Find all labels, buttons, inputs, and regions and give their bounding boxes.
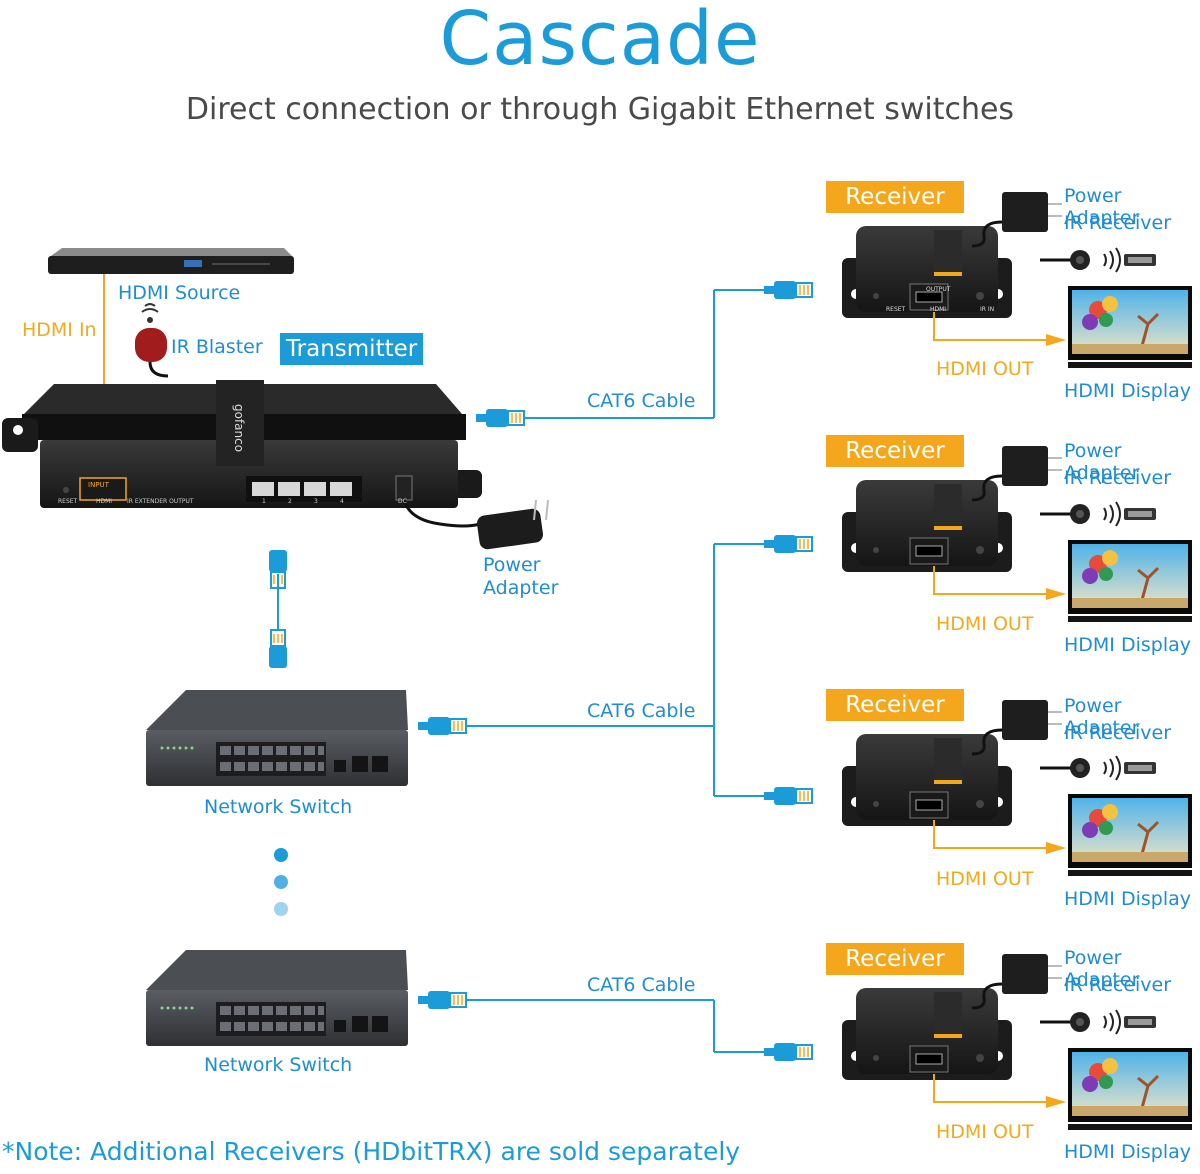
receiver-display-label-4: HDMI Display: [1064, 1141, 1191, 1163]
transmitter-port-reset: RESET: [58, 498, 78, 505]
hdmi-source-player: [48, 248, 294, 274]
rx1-ir-in-label: IR IN: [980, 306, 995, 313]
cascade-dot-3: [274, 902, 288, 916]
cat6-cable-label-1: CAT6 Cable: [587, 390, 696, 412]
transmitter-port-number-1: 1: [262, 498, 266, 505]
receiver-hdmi-out-label-3: HDMI OUT: [936, 868, 1034, 890]
cascade-dot-1: [274, 848, 288, 862]
rx1-output-label: OUTPUT: [926, 286, 951, 293]
cat6-cable-tx-rx1: [475, 280, 813, 428]
transmitter-port-number-4: 4: [340, 498, 344, 505]
page-subtitle: Direct connection or through Gigabit Eth…: [185, 92, 1015, 127]
transmitter-port-number-2: 2: [288, 498, 292, 505]
receiver-power-label-1: Power Adapter: [1064, 185, 1140, 229]
network-switch-label-2: Network Switch: [204, 1054, 353, 1076]
transmitter-port-dc: DC: [398, 498, 407, 505]
receiver-power-label-4: Power Adapter: [1064, 947, 1140, 991]
transmitter-power-adapter: [402, 499, 549, 550]
footer-note: *Note: Additional Receivers (HDbitTRX) a…: [2, 1137, 741, 1166]
receiver-hdmi-out-label-2: HDMI OUT: [936, 613, 1034, 635]
receiver-display-label-3: HDMI Display: [1064, 888, 1191, 910]
transmitter-device: [2, 380, 482, 508]
receiver-hdmi-out-label-4: HDMI OUT: [936, 1121, 1034, 1143]
receiver-power-label-2: Power Adapter: [1064, 440, 1140, 484]
receiver-tag-3: Receiver: [826, 689, 964, 721]
network-switch-1: [146, 690, 408, 786]
receiver-ir-label-4: IR Receiver: [1064, 974, 1172, 996]
transmitter-port-ir: IR EXTENDER OUTPUT: [127, 498, 194, 505]
cat6-cable-label-2: CAT6 Cable: [587, 700, 696, 722]
tx-power-adapter-label-1: Power: [483, 554, 541, 576]
receiver-display-label-2: HDMI Display: [1064, 634, 1191, 656]
receiver-ir-label-2: IR Receiver: [1064, 467, 1172, 489]
receiver-ir-label-3: IR Receiver: [1064, 722, 1172, 744]
receiver-display-label-1: HDMI Display: [1064, 380, 1191, 402]
cat6-cable-switch1: [417, 534, 813, 806]
rx1-reset-label: RESET: [886, 306, 906, 313]
transmitter-brand: gofanco: [232, 404, 246, 453]
cascade-dot-2: [274, 875, 288, 889]
receiver-tag-2: Receiver: [826, 435, 964, 467]
tx-power-adapter-label-2: Adapter: [483, 577, 559, 599]
cat6-cable-label-3: CAT6 Cable: [587, 974, 696, 996]
receiver-ir-label-1: IR Receiver: [1064, 212, 1172, 234]
network-switch-label-1: Network Switch: [204, 796, 353, 818]
transmitter-port-number-3: 3: [314, 498, 318, 505]
transmitter-hdmi-input-label: INPUT: [88, 481, 109, 489]
receiver-tag-4: Receiver: [826, 943, 964, 975]
receiver-power-label-3: Power Adapter: [1064, 695, 1140, 739]
ir-blaster-device: [135, 303, 169, 378]
hdmi-in-label: HDMI In: [22, 319, 97, 341]
transmitter-port-hdmi: HDMI: [96, 498, 113, 505]
rx1-hdmi-label: HDMI: [930, 306, 947, 313]
transmitter-tag: Transmitter: [280, 333, 424, 365]
page-title: Cascade: [439, 0, 761, 82]
cat6-cable-tx-switch: [268, 549, 288, 669]
receiver-hdmi-out-label-1: HDMI OUT: [936, 358, 1034, 380]
network-switch-2: [146, 950, 408, 1046]
cat6-cable-switch2: [417, 990, 813, 1062]
receiver-tag-1: Receiver: [826, 181, 964, 213]
ir-blaster-label: IR Blaster: [171, 336, 263, 358]
hdmi-source-label: HDMI Source: [118, 282, 241, 304]
